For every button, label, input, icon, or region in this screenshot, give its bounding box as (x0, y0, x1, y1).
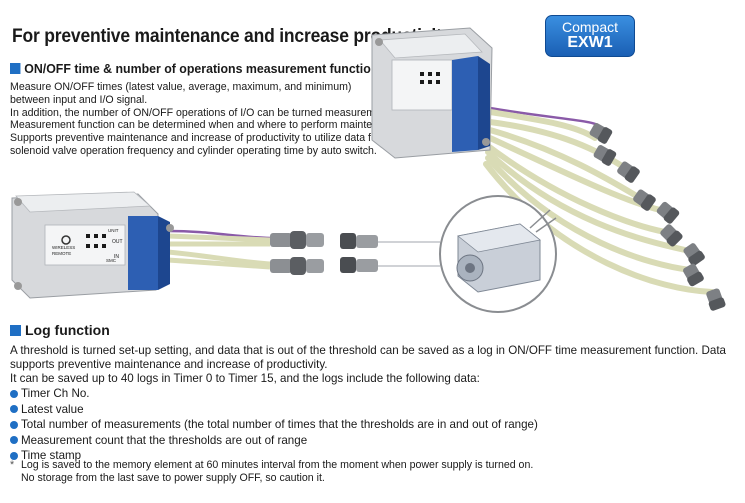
bullet-dot-icon (10, 436, 18, 445)
bullet-dot-icon (10, 451, 18, 460)
text-line: supports preventive maintenance and incr… (10, 358, 328, 371)
label-wireless: WIRELESS (52, 245, 75, 250)
label-remote: REMOTE (52, 251, 71, 256)
list-item: Time stamp (10, 448, 538, 464)
bullet-dot-icon (10, 420, 18, 429)
list-item: Total number of measurements (the total … (10, 417, 538, 433)
note-line: No storage from the last save to power s… (21, 472, 325, 484)
text-line: Measurement function can be determined w… (10, 119, 404, 132)
label-out: OUT (112, 239, 123, 245)
section1-heading-text: ON/OFF time & number of operations measu… (24, 61, 379, 76)
text-line: Supports preventive maintenance and incr… (10, 132, 381, 145)
device-left (11, 191, 174, 299)
text-line: Measure ON/OFF times (latest value, aver… (10, 81, 352, 93)
connector-group-right (589, 123, 726, 311)
log-data-list: Timer Ch No. Latest value Total number o… (10, 386, 538, 464)
text-line: In addition, the number of ON/OFF operat… (10, 106, 393, 119)
footnote: * Log is saved to the memory element at 6… (10, 459, 533, 485)
square-bullet-icon (10, 324, 21, 336)
section1-heading: ON/OFF time & number of operations measu… (10, 61, 378, 76)
bullet-dot-icon (10, 405, 18, 414)
text-line: between input and I/O signal. (10, 93, 148, 106)
text-line: solenoid valve operation frequency and c… (10, 144, 377, 157)
label-brand: SMC (106, 258, 117, 263)
label-unit: UNIT (108, 228, 119, 233)
text-line: It can be saved up to 40 logs in Timer 0… (10, 372, 480, 385)
page-title: For preventive maintenance and increase … (12, 26, 452, 47)
square-bullet-icon (10, 63, 21, 74)
section2-heading-text: Log function (25, 322, 110, 338)
label-in: IN (114, 254, 119, 260)
device-top-right (371, 27, 493, 159)
list-item: Timer Ch No. (10, 386, 538, 402)
cylinder-zoom (439, 195, 557, 313)
text-line: A threshold is turned set-up setting, an… (10, 344, 726, 357)
list-item: Latest value (10, 402, 538, 418)
bullet-dot-icon (10, 389, 18, 398)
connector-group-middle (270, 231, 378, 275)
product-illustration: WIRELESS REMOTE SMC UNIT OUT IN (11, 27, 726, 313)
section1-body: Measure ON/OFF times (latest value, aver… (10, 81, 404, 158)
footnote-mark: * (10, 459, 15, 471)
section2-heading: Log function (10, 322, 110, 338)
note-line: Log is saved to the memory element at 60… (21, 459, 534, 471)
product-badge: Compact EXW1 (545, 15, 635, 57)
badge-line2: EXW1 (567, 34, 613, 51)
section2-body: A threshold is turned set-up setting, an… (10, 344, 726, 386)
list-item: Measurement count that the thresholds ar… (10, 433, 538, 449)
badge-line1: Compact (561, 19, 619, 35)
